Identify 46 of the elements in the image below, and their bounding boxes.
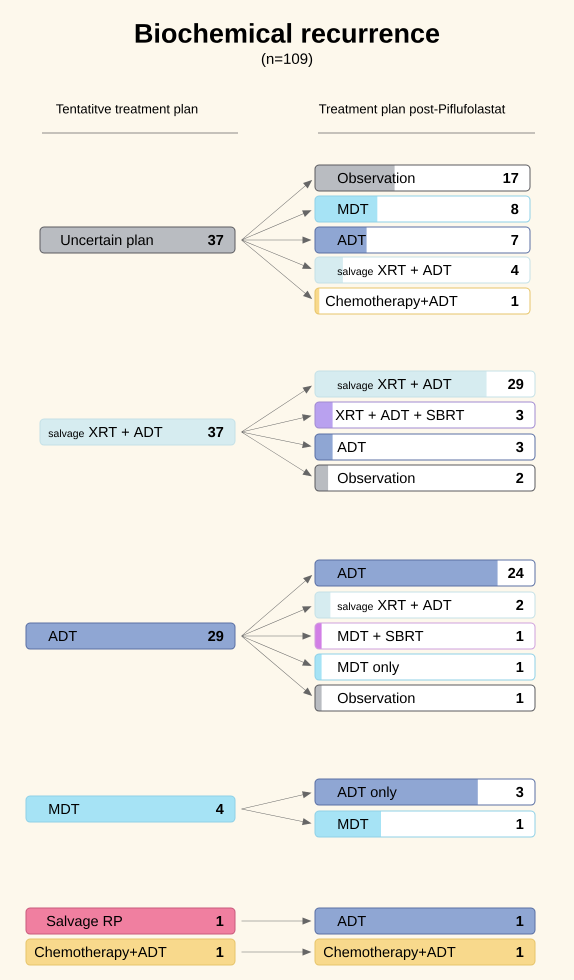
arrow — [241, 210, 312, 240]
arrow — [241, 432, 312, 448]
treatment-box: XRT + ADT + SBRT 3 — [314, 402, 536, 428]
arrow — [241, 386, 312, 432]
title: Biochemical recurrence — [136, 23, 440, 43]
treatment-box: ADT 7 — [314, 226, 530, 254]
treatment-box: salvage XRT + ADT 4 — [314, 256, 530, 284]
treatment-box: salvage XRT + ADT 37 — [40, 418, 236, 446]
arrow — [241, 240, 312, 269]
treatment-box: Chemotherapy+ADT 1 — [314, 288, 530, 314]
arrow — [241, 236, 312, 244]
arrow — [241, 432, 312, 476]
treatment-box: Observation 2 — [314, 464, 536, 492]
treatment-box: MDT 1 — [314, 810, 536, 838]
subtitle: (n=109) — [262, 53, 312, 67]
treatment-box: ADT 29 — [26, 622, 236, 650]
arrow — [241, 808, 312, 826]
column-header: Tentatitve treatment plan — [56, 104, 198, 116]
treatment-box: Chemotherapy+ADT 1 — [314, 938, 536, 966]
treatment-box: Observation 17 — [314, 164, 530, 192]
arrow — [241, 180, 312, 240]
treatment-box: Chemotherapy+ADT 1 — [26, 938, 236, 966]
treatment-box: MDT only 1 — [314, 654, 536, 680]
treatment-box: ADT 3 — [314, 434, 536, 460]
treatment-box: MDT + SBRT 1 — [314, 622, 536, 650]
treatment-box: ADT 24 — [314, 560, 536, 586]
arrow — [241, 575, 312, 636]
arrow — [241, 918, 312, 924]
arrow — [241, 414, 312, 432]
arrow — [241, 791, 312, 810]
arrow — [241, 948, 312, 956]
arrow — [241, 636, 312, 666]
treatment-box: Observation 1 — [314, 684, 536, 712]
treatment-box: salvage XRT + ADT 29 — [314, 370, 536, 398]
treatment-box: Uncertain plan 37 — [40, 226, 236, 254]
arrow — [241, 240, 312, 299]
arrow — [241, 606, 312, 636]
column-header: Treatment plan post-Piflufolastat — [318, 104, 506, 116]
arrow — [241, 632, 312, 640]
arrow — [241, 636, 312, 696]
treatment-box: ADT 1 — [314, 908, 536, 934]
treatment-box: ADT only 3 — [314, 778, 536, 806]
treatment-box: MDT 4 — [26, 796, 236, 822]
treatment-box: MDT 8 — [314, 196, 530, 222]
treatment-box: Salvage RP 1 — [26, 908, 236, 934]
treatment-box: salvage XRT + ADT 2 — [314, 592, 536, 618]
